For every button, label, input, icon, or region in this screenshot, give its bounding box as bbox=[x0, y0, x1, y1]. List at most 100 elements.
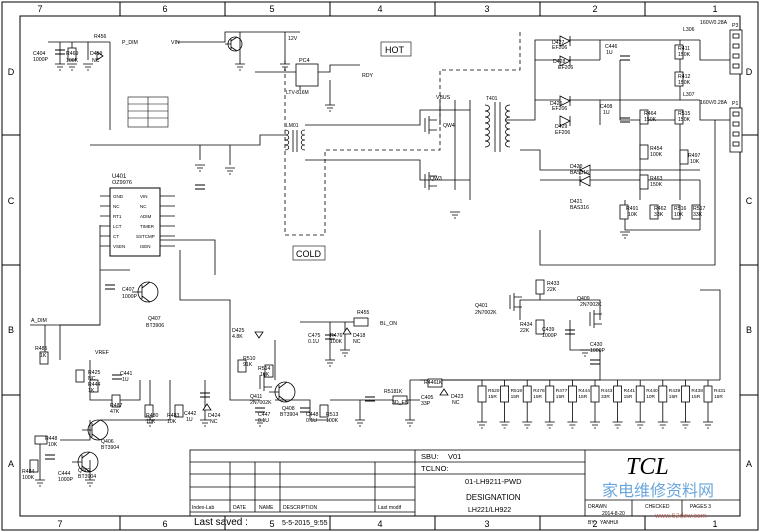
opto-body bbox=[295, 63, 319, 87]
part-ref: C448 bbox=[306, 412, 319, 418]
designation-value: LH221/LH922 bbox=[468, 507, 511, 514]
part-value: 0.1U bbox=[308, 339, 319, 345]
part-ref: R448 bbox=[45, 436, 58, 442]
by-name: YANHUI bbox=[600, 520, 619, 526]
net-label: 160V/0.28A bbox=[700, 20, 728, 26]
pages-label: PAGES 3 bbox=[690, 504, 711, 510]
ic-pin-label: NC bbox=[113, 204, 120, 209]
col-label: 7 bbox=[57, 519, 62, 529]
load-resistor-value: 15R bbox=[691, 394, 700, 400]
part-ref: R484 bbox=[22, 469, 35, 475]
part-ref: Q402 bbox=[78, 468, 91, 474]
load-resistor bbox=[590, 385, 600, 403]
part-value: 10K bbox=[674, 212, 684, 218]
part-value: 1000P bbox=[58, 477, 74, 483]
hot-area-label: HOT bbox=[385, 45, 405, 55]
ground-symbol bbox=[590, 421, 600, 429]
watermark-text: 家电维修资料网 bbox=[602, 481, 714, 500]
part-ref: R483 bbox=[167, 413, 180, 419]
optocoupler: PC4 LTV-816M bbox=[286, 58, 319, 96]
part-ref: D419 bbox=[90, 51, 103, 57]
net-label: P_DIM bbox=[122, 40, 138, 46]
connector-p1 bbox=[729, 107, 743, 153]
ground-symbol bbox=[477, 421, 487, 429]
col-label: 5 bbox=[269, 519, 274, 529]
col-label: 2 bbox=[592, 519, 597, 529]
part-ref: R497 bbox=[688, 153, 701, 159]
load-resistor bbox=[613, 385, 622, 403]
net-label: 3D_EN bbox=[392, 400, 409, 406]
resistor-symbols bbox=[29, 44, 701, 473]
part-ref: C404 bbox=[33, 51, 46, 57]
col-label: 2 bbox=[592, 4, 597, 14]
part-ref: R411 bbox=[678, 46, 690, 52]
part-value: 150K bbox=[678, 117, 691, 123]
load-resistor-value: 15R bbox=[714, 394, 723, 400]
part-value: 150K bbox=[644, 117, 657, 123]
row-label: A bbox=[8, 459, 14, 469]
part-value: 1K bbox=[396, 389, 403, 395]
ground-symbol bbox=[657, 421, 668, 429]
part-value: 100K bbox=[22, 475, 35, 481]
hot-area-box bbox=[380, 41, 412, 57]
part-ref: C447 bbox=[258, 412, 271, 418]
part-ref: C475 bbox=[308, 333, 321, 339]
col-label: 4 bbox=[377, 4, 382, 14]
part-ref: R456 bbox=[94, 34, 107, 40]
part-value: NC bbox=[210, 419, 218, 425]
sbu-value: V01 bbox=[448, 452, 461, 461]
designation-label: DESIGNATION bbox=[466, 493, 521, 502]
opto-part: LTV-816M bbox=[286, 90, 309, 96]
col-label: 5 bbox=[269, 4, 274, 14]
col-label: 6 bbox=[162, 519, 167, 529]
watermark-url: www.52dzw.com bbox=[654, 513, 707, 520]
revision-col-last: Last modif bbox=[378, 505, 402, 511]
part-ref: C407 bbox=[122, 287, 135, 293]
ic-body bbox=[109, 187, 161, 257]
load-resistor-ref: R478 bbox=[533, 388, 545, 394]
load-resistor bbox=[522, 385, 532, 403]
part-value: 1K bbox=[40, 353, 47, 359]
part-value: 1000P bbox=[122, 294, 138, 300]
part-ref: R464 bbox=[644, 111, 657, 117]
part-value: 1U bbox=[122, 377, 129, 383]
main-transformer-ref: T401 bbox=[486, 96, 498, 102]
part-value: 10K bbox=[260, 372, 270, 378]
part-value: 1K bbox=[88, 388, 95, 394]
part-value: 150K bbox=[678, 80, 691, 86]
part-value: BT3906 bbox=[146, 323, 164, 329]
load-resistor-value: 33R bbox=[601, 394, 610, 400]
ground-symbol bbox=[567, 421, 578, 429]
part-value: 1U bbox=[603, 110, 610, 116]
part-value: NC bbox=[92, 58, 100, 64]
part-value: 10K bbox=[628, 212, 638, 218]
net-label: VIN bbox=[171, 40, 180, 46]
part-value: BT3904 bbox=[280, 412, 298, 418]
part-value: 2N7002K bbox=[475, 310, 497, 316]
part-ref: C444 bbox=[58, 471, 71, 477]
load-resistor-ref: R440 bbox=[646, 388, 658, 394]
part-value: 100K bbox=[66, 58, 79, 64]
drawn-date: 2014-8-20 bbox=[602, 511, 625, 517]
net-label: VBUS bbox=[436, 95, 451, 101]
part-ref: R514 bbox=[258, 366, 271, 372]
part-value: 2N7002K bbox=[250, 400, 272, 406]
part-value: 0.1U bbox=[306, 418, 317, 424]
part-ref: D424 bbox=[208, 413, 221, 419]
part-ref: R515 bbox=[678, 111, 691, 117]
part-ref: QW3 bbox=[430, 176, 442, 182]
ic-pins bbox=[100, 195, 175, 247]
part-value: EF206 bbox=[552, 106, 567, 112]
part-value: 100K bbox=[330, 339, 343, 345]
part-ref: R412 bbox=[678, 74, 691, 80]
ic-pin-label: VSEN bbox=[113, 244, 125, 249]
part-ref: C405 bbox=[421, 395, 434, 401]
ground-symbol bbox=[703, 421, 713, 429]
part-ref: L306 bbox=[683, 27, 695, 33]
load-resistor bbox=[635, 385, 645, 403]
part-ref: D429 bbox=[555, 124, 568, 130]
revision-col-index: Index-Lab bbox=[192, 505, 214, 511]
ic-pin-label: LCT bbox=[113, 224, 122, 229]
ic-pin-label: SSTCMP bbox=[136, 234, 155, 239]
